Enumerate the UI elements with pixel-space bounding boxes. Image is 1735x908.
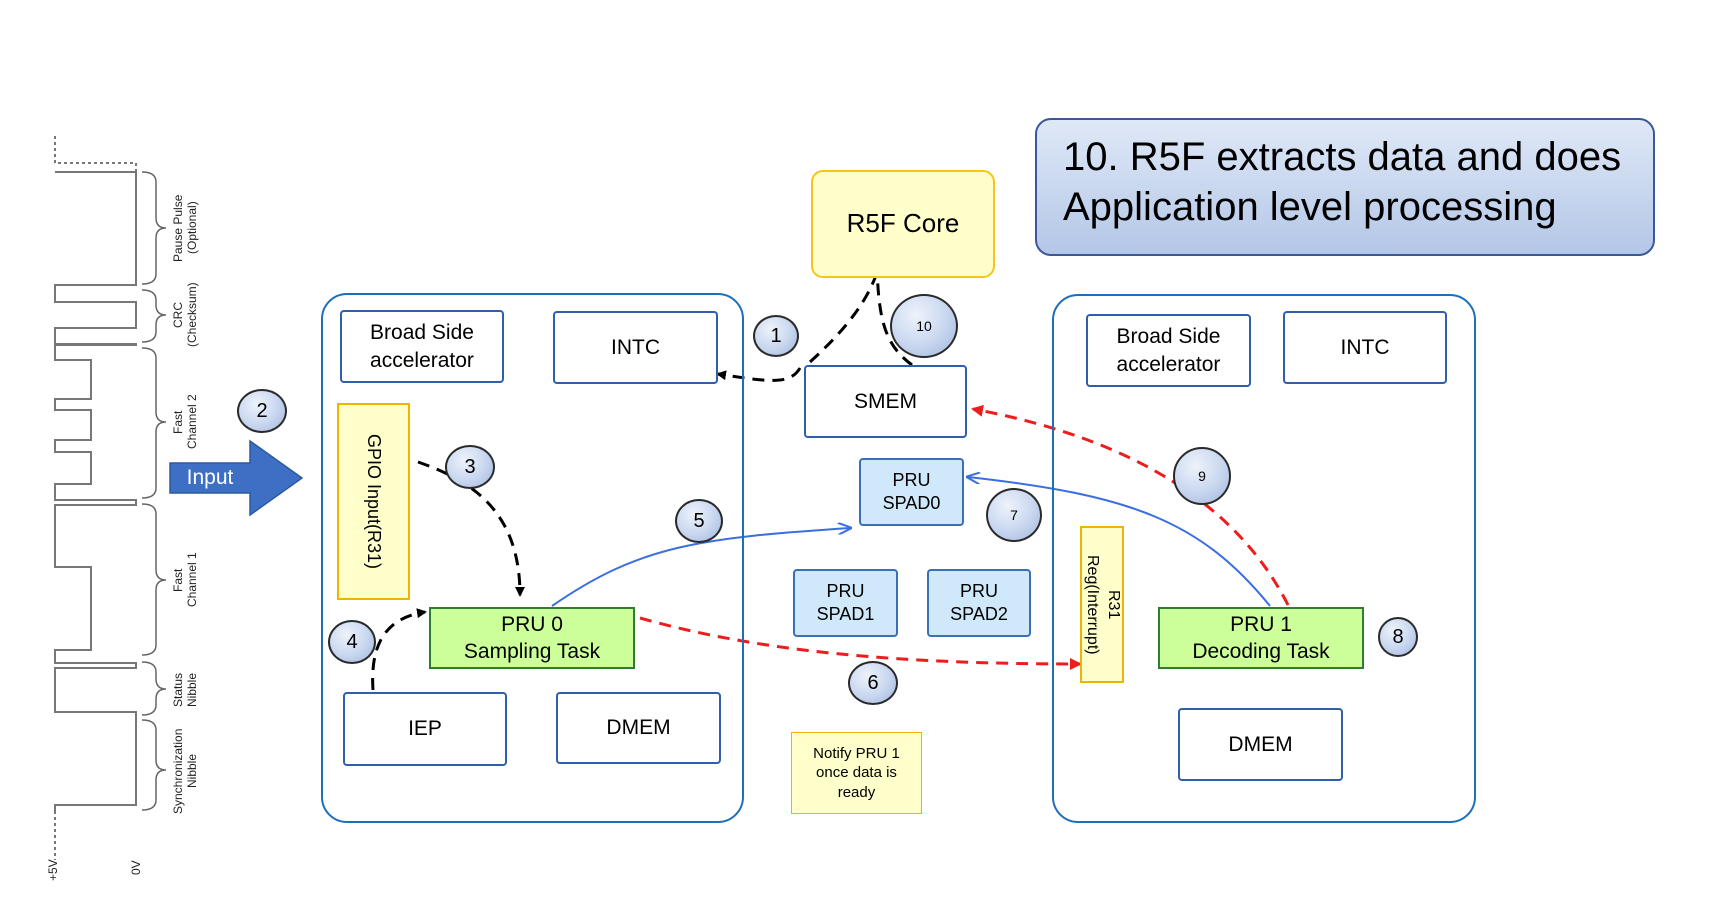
arrow-smem-r5f (875, 261, 913, 367)
waveform-brackets (141, 171, 167, 811)
step-badge-7: 7 (986, 488, 1042, 542)
pru0-gpio-input-r31: GPIO Input(R31) (337, 403, 410, 600)
step-badge-3: 3 (445, 445, 495, 489)
waveform-signal (54, 171, 137, 811)
step-badge-2: 2 (237, 389, 287, 433)
step-badge-5: 5 (675, 499, 723, 543)
step-badge-8: 8 (1378, 617, 1418, 657)
arrow-step-5 (551, 528, 850, 607)
step-badge-6: 6 (848, 661, 898, 705)
pru1-dmem: DMEM (1178, 708, 1343, 781)
axis-label-0v: 0V (129, 860, 143, 876)
input-arrow (169, 439, 304, 517)
pru0-subsystem (321, 293, 744, 823)
callout-line-1: 10. R5F extracts data and does (1063, 135, 1622, 179)
axis-label-5v: +5V (46, 859, 60, 881)
arrow-step-7 (968, 477, 1271, 607)
arrow-step-6 (639, 616, 1082, 670)
input-label: Input (186, 466, 234, 489)
sent-waveform (54, 136, 137, 860)
step-10-callout: 10. R5F extracts data and does Applicati… (1035, 118, 1655, 256)
waveform-label-pause-pulse: Pause Pulse(Optional) (171, 194, 199, 262)
arrow-step-3 (417, 460, 525, 597)
smem: SMEM (804, 365, 967, 438)
step-badge-4: 4 (328, 620, 376, 664)
waveform-idle-high (54, 136, 137, 172)
pru0-dmem: DMEM (556, 692, 721, 764)
pru0-intc: INTC (553, 311, 718, 384)
callout-line-2: Application level processing (1063, 185, 1557, 229)
arrow-step-1 (716, 367, 802, 382)
r5f-core: R5F Core (811, 170, 995, 278)
pru0-iep: IEP (343, 692, 507, 766)
step-badge-10: 10 (890, 294, 958, 358)
pru1-intc: INTC (1283, 311, 1447, 384)
waveform-label-crc: CRC(Checksum) (171, 282, 199, 348)
step-badge-9: 9 (1173, 447, 1231, 505)
pru1-subsystem (1052, 294, 1476, 823)
step-badge-1: 1 (753, 315, 799, 357)
